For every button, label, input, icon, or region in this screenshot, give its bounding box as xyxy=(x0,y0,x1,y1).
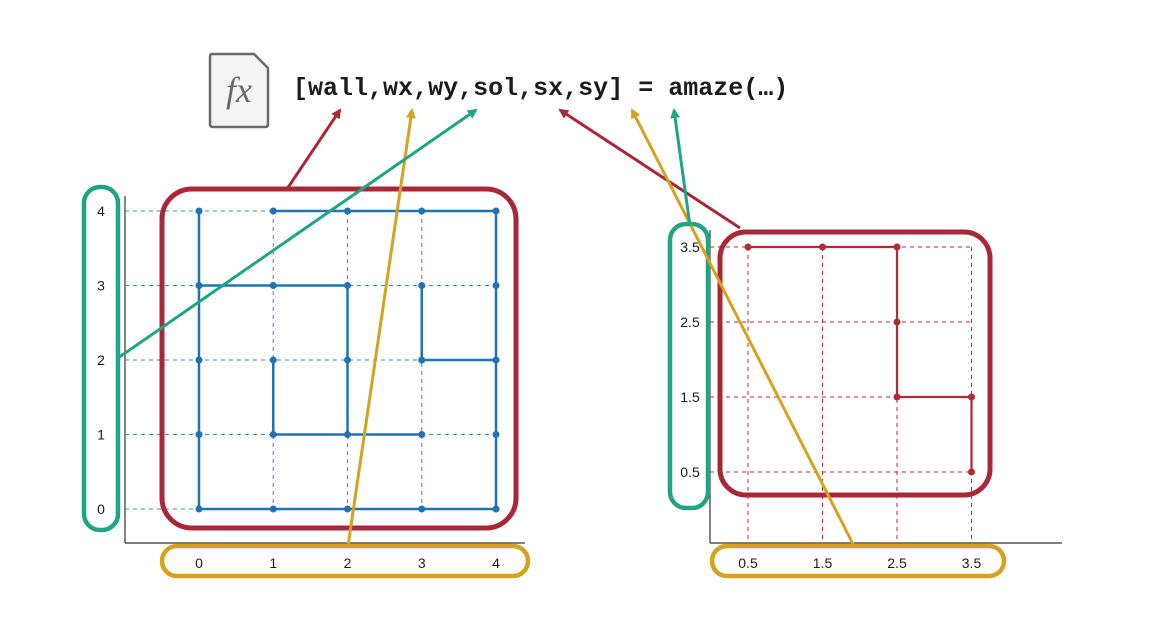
sx-highlight xyxy=(709,543,1007,579)
sy-arrow xyxy=(670,108,692,227)
wall-node xyxy=(269,356,277,364)
wall-node xyxy=(492,207,500,215)
separator: , xyxy=(563,74,578,103)
x-tick-label: 1 xyxy=(269,555,277,571)
wall-node xyxy=(492,356,500,364)
wall-node xyxy=(195,431,203,438)
output-sol: sol xyxy=(473,74,518,103)
wall-node xyxy=(344,431,351,438)
y-tick-label: 0 xyxy=(97,501,105,517)
function-icon-label: fx xyxy=(226,70,252,110)
x-tick-label: 4 xyxy=(492,555,500,571)
wall-node xyxy=(418,505,426,513)
x-tick-label: 0.5 xyxy=(738,555,758,571)
wall-node xyxy=(418,282,426,289)
wall-node xyxy=(195,282,203,289)
separator: , xyxy=(458,74,473,103)
function-icon: fx xyxy=(208,52,270,129)
wall-node xyxy=(418,207,426,215)
sx-arrow xyxy=(630,108,855,545)
wy-arrow xyxy=(117,108,478,360)
output-sy: sy xyxy=(578,74,608,103)
wy-highlight xyxy=(81,184,121,533)
wall-node xyxy=(195,356,203,364)
wall-node xyxy=(492,431,500,438)
solution-node xyxy=(968,468,975,476)
solution-path xyxy=(744,243,975,476)
x-tick-label: 2 xyxy=(344,555,352,571)
separator: , xyxy=(368,74,383,103)
x-tick-label: 2.5 xyxy=(887,555,907,571)
wall-node xyxy=(195,505,203,513)
y-tick-label: 2.5 xyxy=(680,314,700,330)
wx-arrow xyxy=(346,108,416,547)
y-tick-label: 3.5 xyxy=(680,239,700,255)
output-wy: wy xyxy=(428,74,458,103)
solution-node xyxy=(968,393,975,401)
separator: , xyxy=(413,74,428,103)
tick-labels: 0 1 2 3 4 0 1 2 3 4 xyxy=(97,203,500,571)
output-wx: wx xyxy=(383,74,413,103)
separator: , xyxy=(518,74,533,103)
solution-node xyxy=(744,243,752,251)
y-tick-label: 1 xyxy=(97,427,105,443)
wall-highlight xyxy=(159,186,519,531)
y-tick-label: 0.5 xyxy=(680,464,700,480)
solution-node xyxy=(893,318,901,326)
wall-arrow xyxy=(285,108,342,190)
tick-labels: 0.5 1.5 2.5 3.5 0.5 1.5 2.5 3.5 xyxy=(680,239,981,571)
solution-node xyxy=(893,393,901,401)
wx-highlight xyxy=(159,543,531,579)
wall-node xyxy=(344,282,351,289)
x-tick-label: 3 xyxy=(418,555,426,571)
function-signature: [wall,wx,wy,sol,sx,sy] = amaze(…) xyxy=(293,74,788,103)
y-tick-label: 2 xyxy=(97,352,105,368)
x-tick-label: 0 xyxy=(195,555,203,571)
x-tick-label: 1.5 xyxy=(813,555,833,571)
solution-node xyxy=(893,243,901,251)
grid xyxy=(710,246,972,543)
x-tick-label: 3.5 xyxy=(962,555,982,571)
solution-plot: 0.5 1.5 2.5 3.5 0.5 1.5 2.5 3.5 xyxy=(680,230,1062,571)
wall-node xyxy=(492,282,500,289)
output-wall: wall xyxy=(308,74,368,103)
wall-node xyxy=(269,207,277,215)
solution-line xyxy=(748,245,973,472)
signature-prefix: [ xyxy=(293,74,308,103)
wall-node xyxy=(344,356,351,364)
wall-node xyxy=(269,505,277,513)
y-tick-label: 1.5 xyxy=(680,389,700,405)
signature-suffix: ] = amaze(…) xyxy=(608,74,788,103)
sol-highlight xyxy=(717,229,993,498)
wall-node xyxy=(418,431,426,438)
wall-node xyxy=(195,207,203,215)
wall-node xyxy=(418,356,426,364)
wall-node xyxy=(344,505,351,513)
y-tick-label: 4 xyxy=(97,203,105,219)
wall-node xyxy=(269,431,277,438)
output-sx: sx xyxy=(533,74,563,103)
y-tick-label: 3 xyxy=(97,278,105,294)
solution-node xyxy=(819,243,826,251)
sol-arrow xyxy=(558,108,741,230)
wall-node xyxy=(344,207,351,215)
wall-node xyxy=(492,505,500,513)
wall-node xyxy=(269,282,277,289)
